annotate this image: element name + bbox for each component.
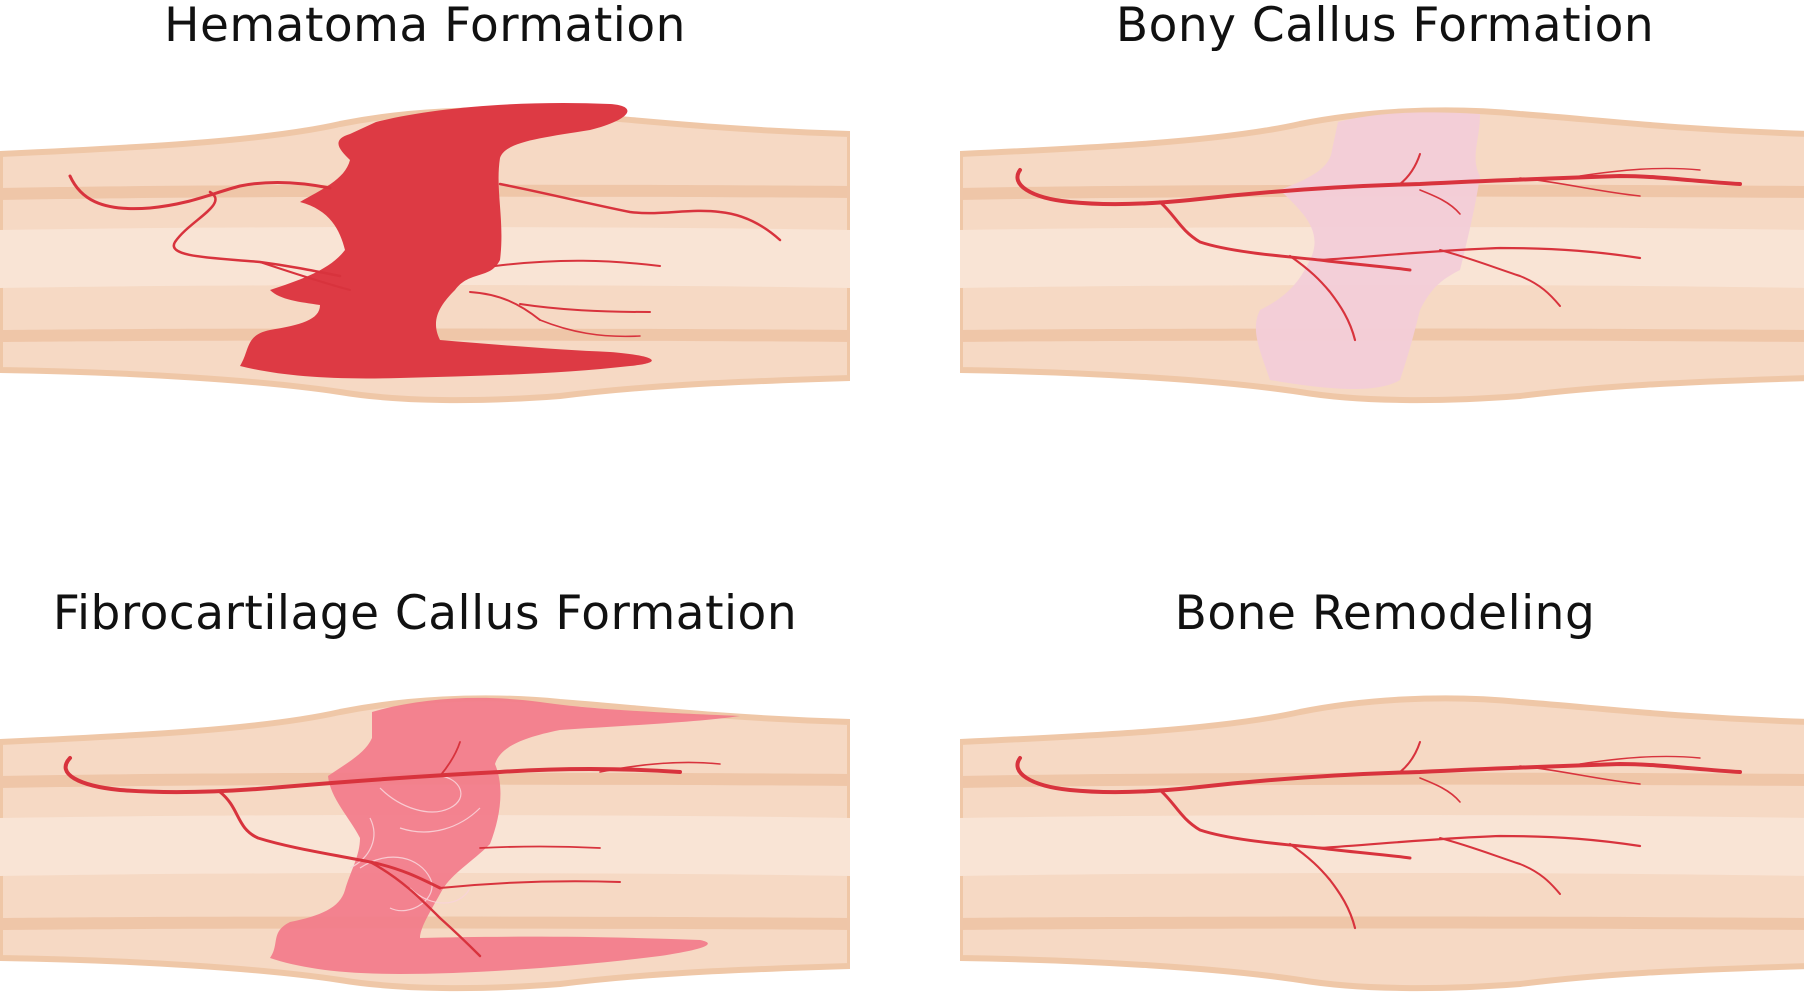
stage-title: Bony Callus Formation: [1115, 0, 1655, 53]
bone-illustration-remodeling: [960, 695, 1804, 992]
bone-highlight: [960, 815, 1804, 876]
blood-vessels: [1015, 153, 1742, 342]
hematoma-clot: [240, 102, 652, 379]
stage-panel-hematoma: Hematoma Formation: [0, 0, 850, 420]
cartilage-fibers: [349, 775, 481, 912]
stage-panel-fibrocartilage: Fibrocartilage Callus Formation: [0, 588, 850, 1008]
stage-title: Bone Remodeling: [1174, 586, 1596, 641]
stage-title: Hematoma Formation: [164, 0, 686, 53]
blood-vessels: [63, 741, 721, 958]
fibrocartilage-callus: [270, 697, 740, 974]
bone-illustration-fibrocartilage: [0, 695, 850, 992]
bone-illustration-hematoma: [0, 102, 850, 404]
blood-vessels: [1015, 741, 1742, 930]
bone-cortex-band: [0, 916, 850, 930]
stage-panel-bony-callus: Bony Callus Formation: [960, 0, 1804, 420]
bone-cortex-band: [960, 916, 1804, 930]
bone-illustration-bony-callus: [960, 107, 1804, 404]
bony-callus: [1255, 112, 1480, 389]
stage-panel-remodeling: Bone Remodeling: [960, 588, 1804, 1008]
blood-vessels: [68, 174, 782, 338]
stage-title: Fibrocartilage Callus Formation: [52, 586, 798, 641]
